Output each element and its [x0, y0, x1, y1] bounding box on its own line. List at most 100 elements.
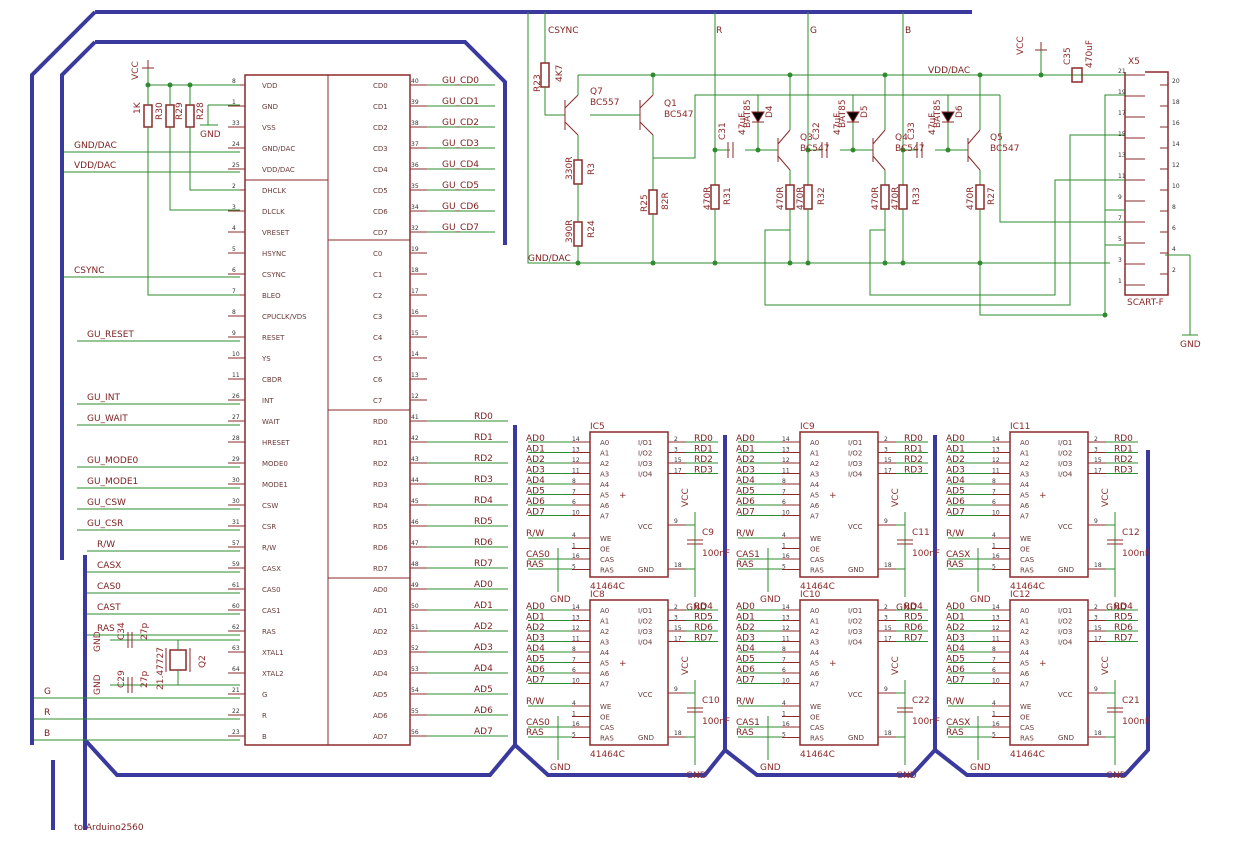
ram-pin-number: 8	[572, 478, 576, 485]
ad-net-label: AD4	[474, 664, 493, 674]
left-net-label: CAST	[97, 603, 121, 613]
ad-net-label: AD6	[474, 706, 493, 716]
csync-net: CSYNC	[548, 26, 579, 36]
c35-label: C35	[1063, 47, 1073, 65]
crystal-group: 21.47727 Q2 C34 27p C29 27p GND GND	[93, 622, 240, 695]
ram-ad-net: AD1	[736, 613, 755, 623]
q7-value: BC557	[590, 98, 619, 108]
r24-label: R24	[587, 220, 597, 238]
ad-net-label: AD2	[474, 622, 493, 632]
ram-io-number: 3	[674, 447, 678, 454]
ram-io-name: I/O3	[638, 628, 652, 636]
ic-pin-name: CBDR	[262, 376, 282, 384]
ram-pin-name: A0	[1020, 439, 1029, 447]
ram-ctrl-name: RAS	[600, 567, 614, 575]
ram-pin-number: 14	[572, 604, 580, 611]
ram-io-name: I/O3	[1058, 460, 1072, 468]
ram-ctrl-name: RAS	[600, 735, 614, 743]
q7-label: Q7	[590, 87, 603, 97]
scart-pin-number: 8	[1172, 204, 1176, 211]
r31-value: 470R	[703, 187, 713, 210]
ram-io-name: I/O3	[1058, 628, 1072, 636]
d4-part: BAT85	[743, 99, 753, 128]
ic-pin-name: CASX	[262, 565, 281, 573]
ic-pin-name: VDD	[262, 82, 278, 90]
left-net-label: R	[44, 708, 50, 718]
ic-pin-number: 30	[232, 477, 240, 484]
ic-pin-number: 10	[232, 351, 240, 358]
ram-io-name: I/O2	[848, 450, 862, 458]
ram-io-net: RD1	[1114, 445, 1133, 455]
gnd-label-scart: GND	[1180, 340, 1201, 350]
ic-pin-name: XTAL2	[262, 670, 284, 678]
b-net: B	[905, 26, 911, 36]
ram-rw-net: R/W	[946, 697, 964, 707]
ram-io-number: 15	[884, 625, 892, 632]
ram-io-net: RD6	[904, 623, 923, 633]
ram-ctrl-name: OE	[1020, 546, 1030, 554]
ram-pin-name: A1	[600, 450, 609, 458]
ram-ctrl-name: OE	[600, 714, 610, 722]
ram-pin-number: 7	[992, 657, 996, 664]
ram-pin-name: A1	[810, 450, 819, 458]
ic-pin-number: 64	[232, 666, 240, 673]
ram-chip: IC541464CA014AD0A113AD1A212AD2A311AD3A48…	[526, 422, 730, 613]
cd-net-label: GU_CD5	[442, 181, 479, 191]
ram-vcc-label: VCC	[681, 656, 691, 675]
ram-io-number: 2	[674, 436, 678, 443]
ic-pin-number: 45	[411, 498, 419, 505]
ic-pin-name: C5	[373, 355, 382, 363]
video-chip: 8VDD1GND33VSS24GND/DAC25VDD/DAC2DHCLK3DL…	[228, 74, 427, 746]
scart-pin-number: 20	[1172, 78, 1180, 85]
ram-gnd-label: GND	[550, 595, 571, 605]
ic-pin-name: AD4	[373, 670, 388, 678]
ram-cap-gnd: GND	[896, 771, 917, 781]
ram-vcc-number: 9	[1094, 518, 1098, 525]
ram-pin-name: A7	[600, 513, 609, 521]
ram-io-net: RD1	[694, 445, 713, 455]
ic-pin-number: 43	[411, 456, 419, 463]
ram-cap-name: C9	[702, 528, 714, 538]
ram-pin-name: A1	[1020, 618, 1029, 626]
ram-vcc-label: VCC	[1101, 488, 1111, 507]
ram-ctrl-name: CAS	[1020, 724, 1035, 732]
ic-pin-name: HSYNC	[262, 250, 286, 258]
ram-io-name: I/O3	[848, 460, 862, 468]
ram-ctrl-name: WE	[810, 535, 821, 543]
ram-pin-number: 14	[782, 436, 790, 443]
rd-net-label: RD0	[474, 412, 493, 422]
cd-net-label: GU_CD2	[442, 118, 479, 128]
ram-pin-number: 13	[992, 447, 1000, 454]
rd-net-label: RD3	[474, 475, 493, 485]
ram-ad-net: AD0	[946, 434, 965, 444]
ic-pin-number: 27	[232, 414, 240, 421]
ram-gnd-number: 18	[1094, 562, 1102, 569]
plus-mark: +	[1039, 491, 1047, 501]
rd-net-label: RD4	[474, 496, 493, 506]
ic-pin-name: C6	[373, 376, 383, 384]
ram-pin-name: A6	[1020, 670, 1030, 678]
ram-io-number: 15	[1094, 625, 1102, 632]
ram-cas-net: CAS0	[526, 550, 550, 560]
ram-io-name: I/O4	[1058, 639, 1073, 647]
ram-gnd-number: 18	[1094, 730, 1102, 737]
ic-pin-name: CAS1	[262, 607, 281, 615]
ram-cap-value: 100nF	[702, 549, 730, 559]
ic-pin-name: VRESET	[262, 229, 290, 237]
ram-chip-name: IC8	[590, 590, 605, 600]
ram-io-name: I/O1	[848, 607, 862, 615]
x5-label: X5	[1128, 57, 1140, 67]
ram-ras-net: RAS	[736, 560, 754, 570]
ram-pin-name: A2	[600, 460, 609, 468]
ram-pin-name: A0	[600, 439, 609, 447]
ram-pin-number: 14	[572, 436, 580, 443]
ram-vcc-pin: VCC	[638, 691, 653, 699]
ram-pin-name: A6	[1020, 502, 1030, 510]
ad-net-label: AD7	[474, 727, 493, 737]
ram-io-number: 3	[674, 615, 678, 622]
ram-io-number: 2	[884, 604, 888, 611]
ic-pin-number: 1	[232, 99, 236, 106]
c31-label: C31	[718, 122, 728, 140]
left-net-label: GU_CSR	[87, 519, 123, 529]
c34-label: C34	[117, 622, 127, 640]
